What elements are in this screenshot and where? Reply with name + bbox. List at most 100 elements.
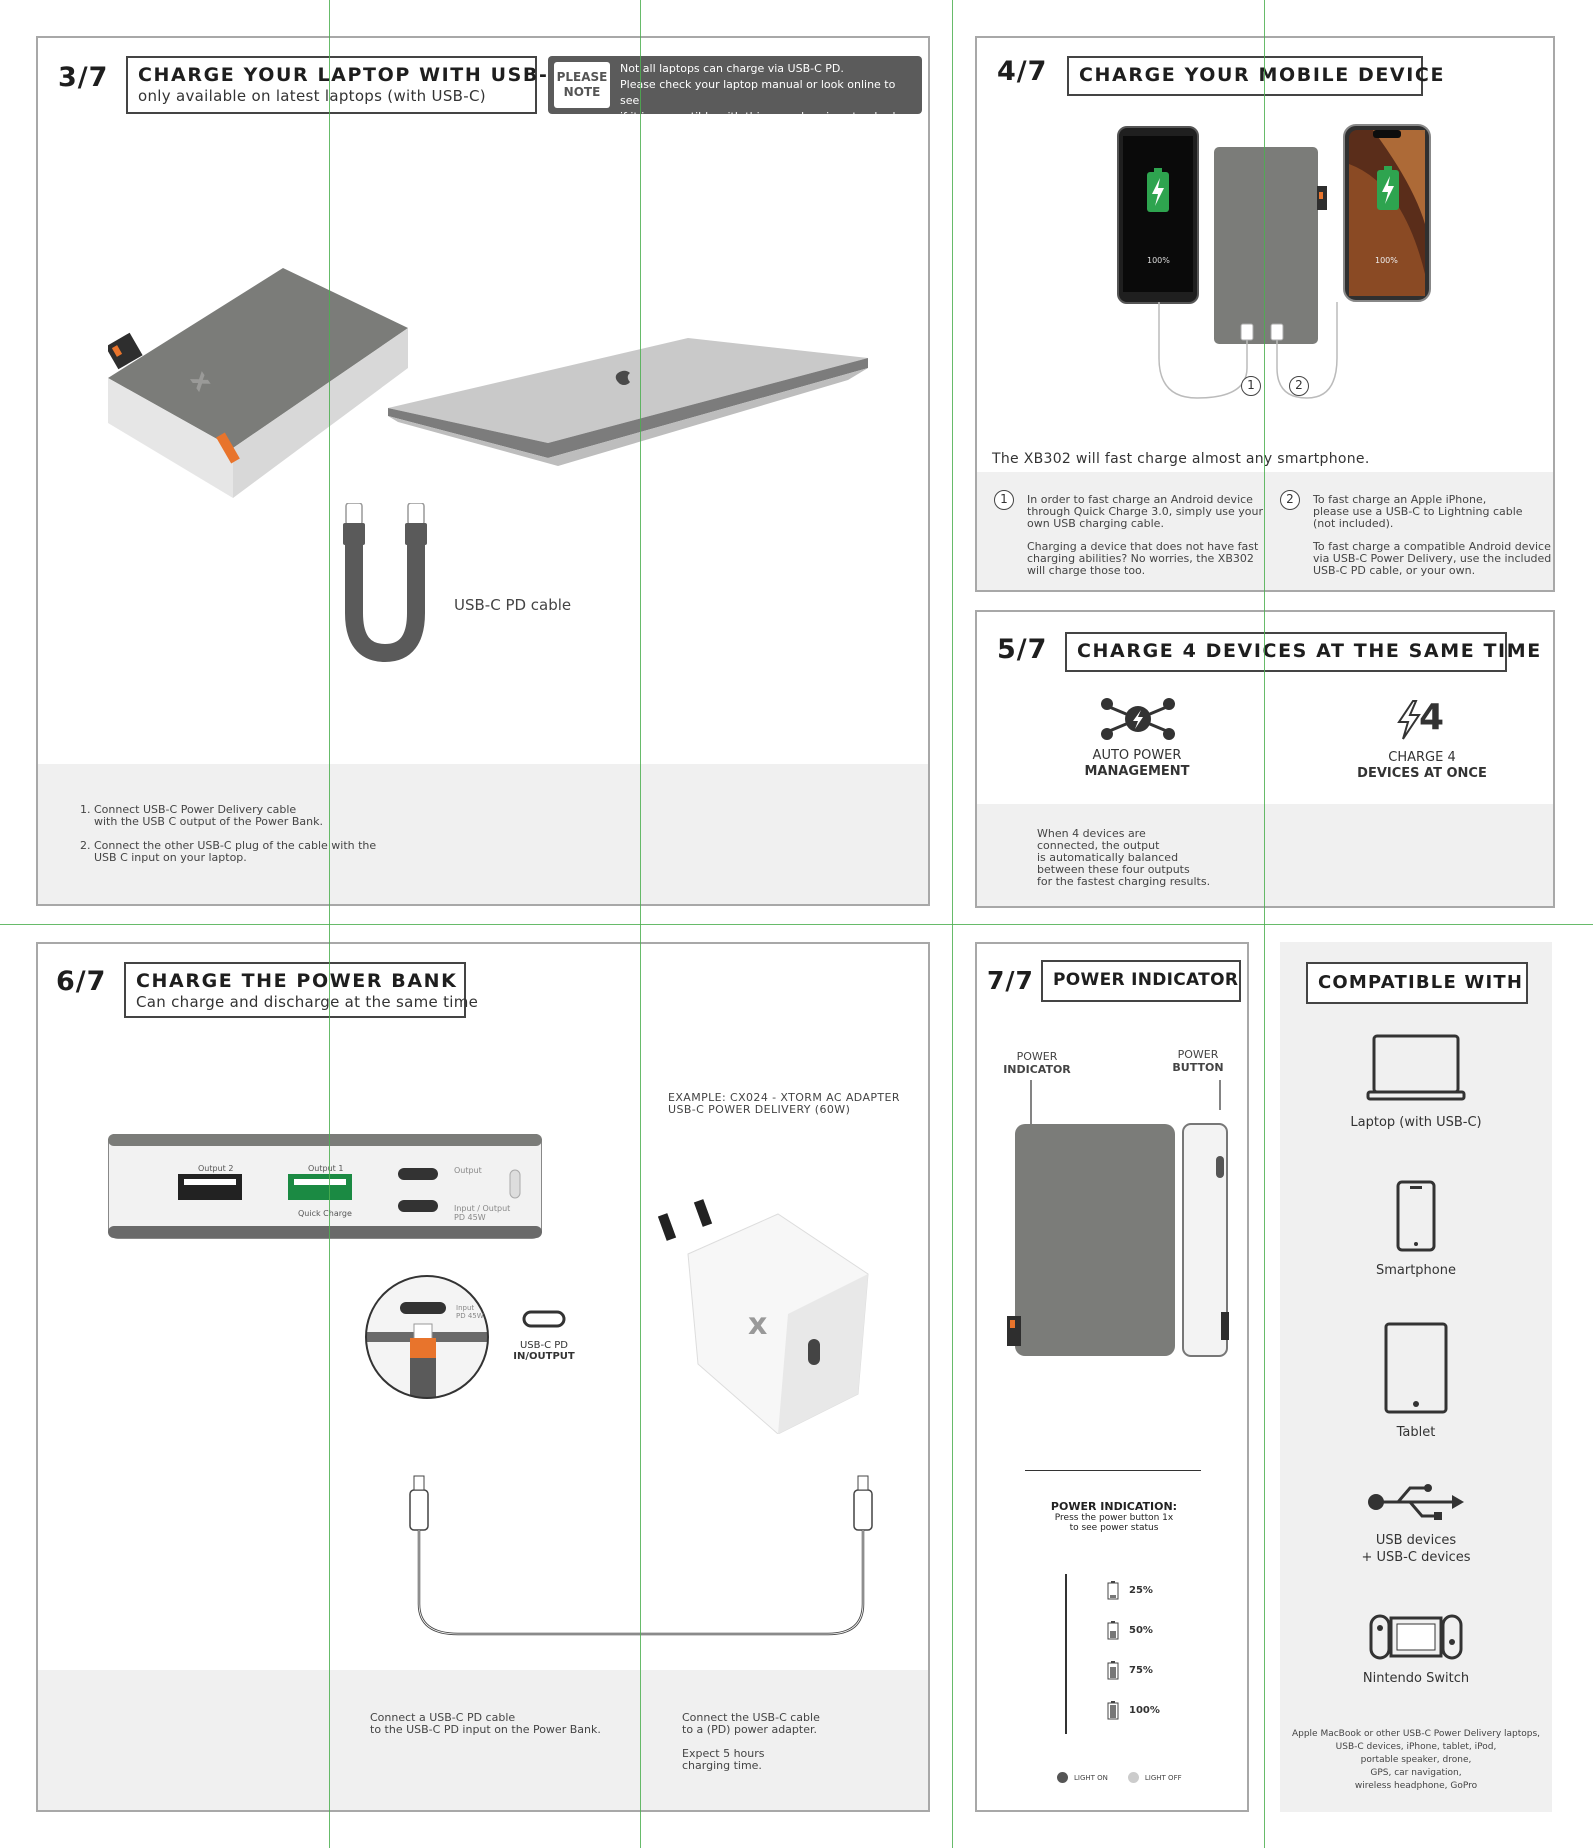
section-title-box: CHARGE THE POWER BANK Can charge and dis… [124,962,479,1018]
compat-laptop: Laptop (with USB-C) [1280,1034,1552,1131]
battery-100-icon [1107,1701,1119,1720]
ac-adapter-image: x [658,1199,869,1434]
power-bank-ports-image [108,1134,542,1239]
light-off-dot [1127,1772,1139,1783]
nintendo-switch-icon [1369,1614,1463,1660]
port-output-label: Output [454,1166,482,1175]
right-instruction: Connect the USB-C cable to a (PD) power … [682,1711,820,1772]
light-on-dot [1057,1772,1068,1783]
usb-c-cable-image [409,1475,873,1636]
instructions-zone [38,764,928,904]
level-75: 75% [1107,1660,1153,1680]
section-title-box: POWER INDICATOR [1041,960,1241,1002]
usb-c-port-icon [522,1310,566,1328]
section-title-box: CHARGE YOUR MOBILE DEVICE [1067,56,1446,96]
level-50: 50% [1107,1620,1153,1640]
section-title: CHARGE 4 DEVICES AT THE SAME TIME [1077,640,1542,662]
android-fast-charge-text: In order to fast charge an Android devic… [1027,493,1264,577]
level-25: 25% [1107,1580,1153,1600]
section-title: COMPATIBLE WITH [1318,972,1524,993]
four-devices-digit: 4 [1419,697,1445,738]
section-subtitle: only available on latest laptops (with U… [138,87,486,105]
note-number-1: 1 [994,490,1014,510]
section-title-box: COMPATIBLE WITH [1306,962,1528,1004]
please-note-box: PLEASE NOTE Not all laptops can charge v… [548,56,922,123]
port-marker-2: 2 [1289,376,1309,396]
description-zone [977,804,1553,906]
step-number: 6/7 [56,966,107,997]
please-note-text: Not all laptops can charge via USB-C PD.… [620,62,899,123]
port-quick-charge-label: Quick Charge [298,1209,352,1218]
power-indication-instructions: POWER INDICATION: Press the power button… [1050,1500,1178,1533]
left-instruction: Connect a USB-C PD cable to the USB-C PD… [370,1711,601,1736]
port-input-output-label: Input / Output PD 45W [454,1204,511,1222]
compat-nintendo-switch: Nintendo Switch [1280,1614,1552,1687]
description-zone [977,472,1553,590]
android-battery-percent: 100% [1147,256,1170,265]
panel-power-indicator: 7/7 POWER INDICATOR POWER INDICATOR POWE… [975,942,1249,1812]
power-indicator-label: POWER INDICATOR [1003,1050,1071,1076]
section-title: CHARGE YOUR LAPTOP WITH USB-C [138,64,564,86]
compat-footnote: Apple MacBook or other USB-C Power Deliv… [1291,1729,1541,1791]
laptop-image [388,338,868,466]
tablet-icon [1384,1322,1448,1414]
step-number: 3/7 [58,62,109,93]
indicator-light-bar [1065,1574,1067,1734]
laptop-icon [1366,1034,1466,1101]
lightning-four-icon [1397,700,1421,740]
panel-charge-laptop: 3/7 CHARGE YOUR LAPTOP WITH USB-C only a… [36,36,930,906]
light-legend: LIGHT ON LIGHT OFF [1057,1772,1182,1783]
compat-tablet: Tablet [1280,1322,1552,1441]
power-bank-image [1214,147,1327,344]
instructions-zone [38,1670,928,1810]
svg-text:x: x [748,1307,767,1342]
auto-power-icon [1101,698,1175,740]
smartphone-icon [1396,1180,1436,1252]
battery-50-icon [1107,1621,1119,1640]
panel-charge-power-bank: 6/7 CHARGE THE POWER BANK Can charge and… [36,942,930,1812]
usb-icon [1368,1484,1464,1520]
section-title: CHARGE THE POWER BANK [136,970,458,992]
power-button-label: POWER BUTTON [1172,1048,1224,1074]
iphone-battery-percent: 100% [1375,256,1398,265]
zoom-input-label: Input PD 45W [456,1304,484,1320]
battery-levels-list: 25% 50% 75% 100% [1107,1580,1207,1740]
level-100: 100% [1107,1700,1160,1720]
step-number: 7/7 [987,966,1034,995]
usb-c-inout-label: USB-C PD IN/OUTPUT [513,1340,575,1362]
panel-charge-four: 5/7 CHARGE 4 DEVICES AT THE SAME TIME AU… [975,610,1555,908]
compat-usb-devices: USB devices + USB-C devices [1280,1482,1552,1566]
balance-description: When 4 devices are connected, the output… [1037,827,1211,888]
usb-c-cable-image [343,503,427,663]
instructions-text: 1. Connect USB-C Power Delivery cable wi… [80,803,377,864]
panel-charge-mobile: 4/7 CHARGE YOUR MOBILE DEVICE 100% 100% … [975,36,1555,592]
iphone-fast-charge-text: To fast charge an Apple iPhone, please u… [1313,493,1552,577]
step-number: 4/7 [997,56,1048,87]
power-bank-image: x [108,268,408,498]
iphone-image [1343,124,1431,302]
auto-power-label: AUTO POWER MANAGEMENT [1084,748,1190,779]
charge-four-label: CHARGE 4 DEVICES AT ONCE [1357,750,1487,781]
fast-charge-headline: The XB302 will fast charge almost any sm… [992,451,1370,467]
compat-smartphone: Smartphone [1280,1180,1552,1279]
port-output-1-label: Output 1 [308,1164,344,1173]
section-title-box: CHARGE 4 DEVICES AT THE SAME TIME [1065,632,1542,672]
section-title-box: CHARGE YOUR LAPTOP WITH USB-C only avail… [126,56,564,114]
adapter-example-text: EXAMPLE: CX024 - XTORM AC ADAPTER USB-C … [668,1091,900,1116]
port-marker-1: 1 [1241,376,1261,396]
port-output-2-label: Output 2 [198,1164,234,1173]
note-number-2: 2 [1280,490,1300,510]
power-bank-front-side [1007,1080,1229,1357]
divider-line [1025,1470,1201,1471]
step-number: 5/7 [997,634,1048,665]
android-phone-image [1117,126,1199,304]
charging-cables [1158,302,1338,399]
section-subtitle: Can charge and discharge at the same tim… [136,993,479,1011]
please-note-tag: PLEASE NOTE [554,62,610,108]
panel-compatible-with: COMPATIBLE WITH Laptop (with USB-C) Smar… [1280,942,1552,1812]
section-title: CHARGE YOUR MOBILE DEVICE [1079,64,1446,86]
battery-75-icon [1107,1661,1119,1680]
battery-25-icon [1107,1581,1119,1600]
cable-label: USB-C PD cable [454,596,572,614]
section-title: POWER INDICATOR [1053,970,1239,990]
